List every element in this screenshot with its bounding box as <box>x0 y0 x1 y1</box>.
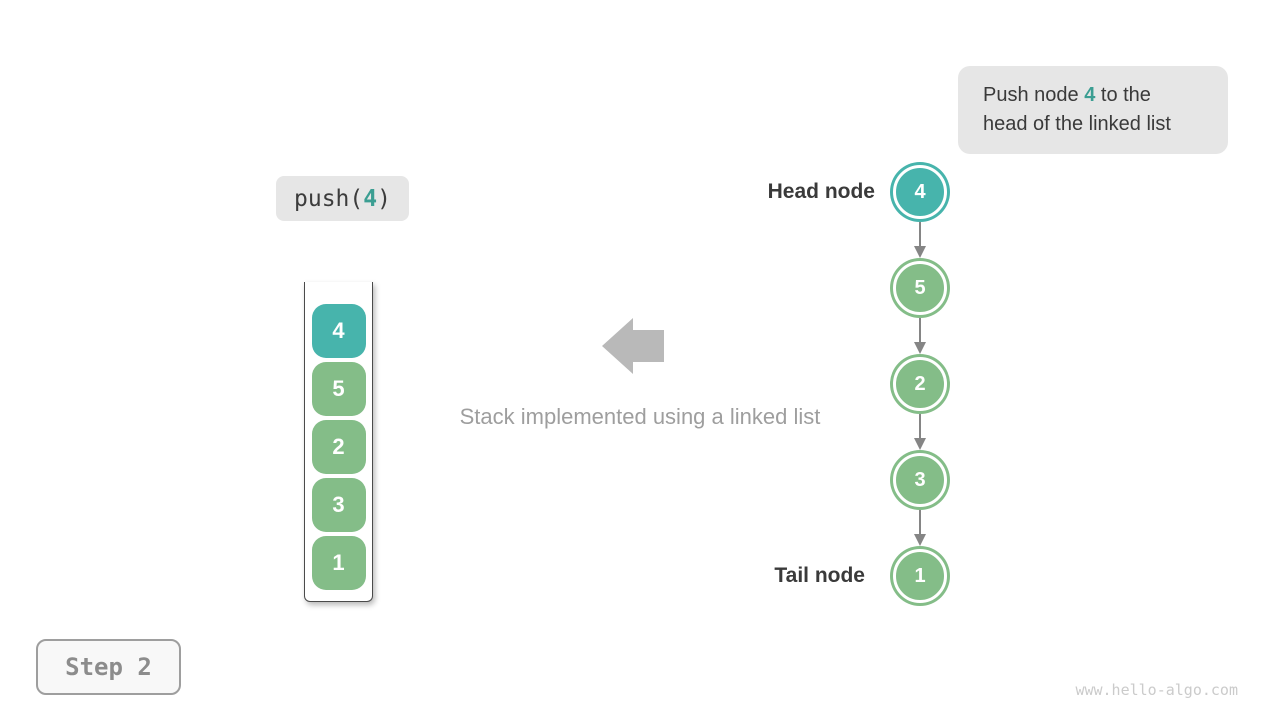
linked-list-node: 1 <box>893 549 947 603</box>
linked-list-node: 2 <box>893 357 947 411</box>
watermark-text: www.hello-algo.com <box>1075 681 1238 699</box>
tail-node-label: Tail node <box>774 564 865 587</box>
stack-item: 4 <box>311 304 366 358</box>
left-arrow-icon <box>602 318 664 374</box>
operation-label: push(4) <box>276 176 409 221</box>
arrow-head <box>913 438 926 450</box>
stack-container: 4 5 2 3 1 <box>304 282 373 602</box>
arrow-line <box>918 510 922 534</box>
node-value: 2 <box>914 372 926 395</box>
arrow-line <box>918 414 922 438</box>
caption-text: Stack implemented using a linked list <box>459 404 821 429</box>
callout-text: Push node <box>983 84 1085 106</box>
arrow-head <box>913 246 926 258</box>
callout-line1: Push node 4 to the <box>983 81 1208 110</box>
step-badge: Step 2 <box>36 639 181 695</box>
step-label: Step 2 <box>65 653 152 681</box>
arrow-head <box>913 342 926 354</box>
callout-box: Push node 4 to the head of the linked li… <box>958 66 1228 154</box>
stack-item: 5 <box>311 362 366 416</box>
node-value: 3 <box>914 468 926 491</box>
arrow-line <box>918 318 922 342</box>
callout-highlight-value: 4 <box>1084 84 1096 106</box>
node-value: 4 <box>914 180 926 203</box>
stack-item: 2 <box>311 420 366 474</box>
callout-text: to the <box>1095 84 1151 106</box>
operation-code: ) <box>377 185 391 212</box>
node-value: 1 <box>914 564 926 587</box>
node-value: 5 <box>914 276 926 299</box>
stack-item: 3 <box>311 478 366 532</box>
callout-line2: head of the linked list <box>983 113 1171 135</box>
operation-arg: 4 <box>363 185 378 212</box>
operation-code: push( <box>294 185 364 212</box>
arrow-line <box>918 222 922 246</box>
linked-list-node: 4 <box>893 165 947 219</box>
head-node-label: Head node <box>767 180 875 203</box>
linked-list-node: 5 <box>893 261 947 315</box>
arrow-head <box>913 534 926 546</box>
linked-list-node: 3 <box>893 453 947 507</box>
stack-item: 1 <box>311 536 366 590</box>
